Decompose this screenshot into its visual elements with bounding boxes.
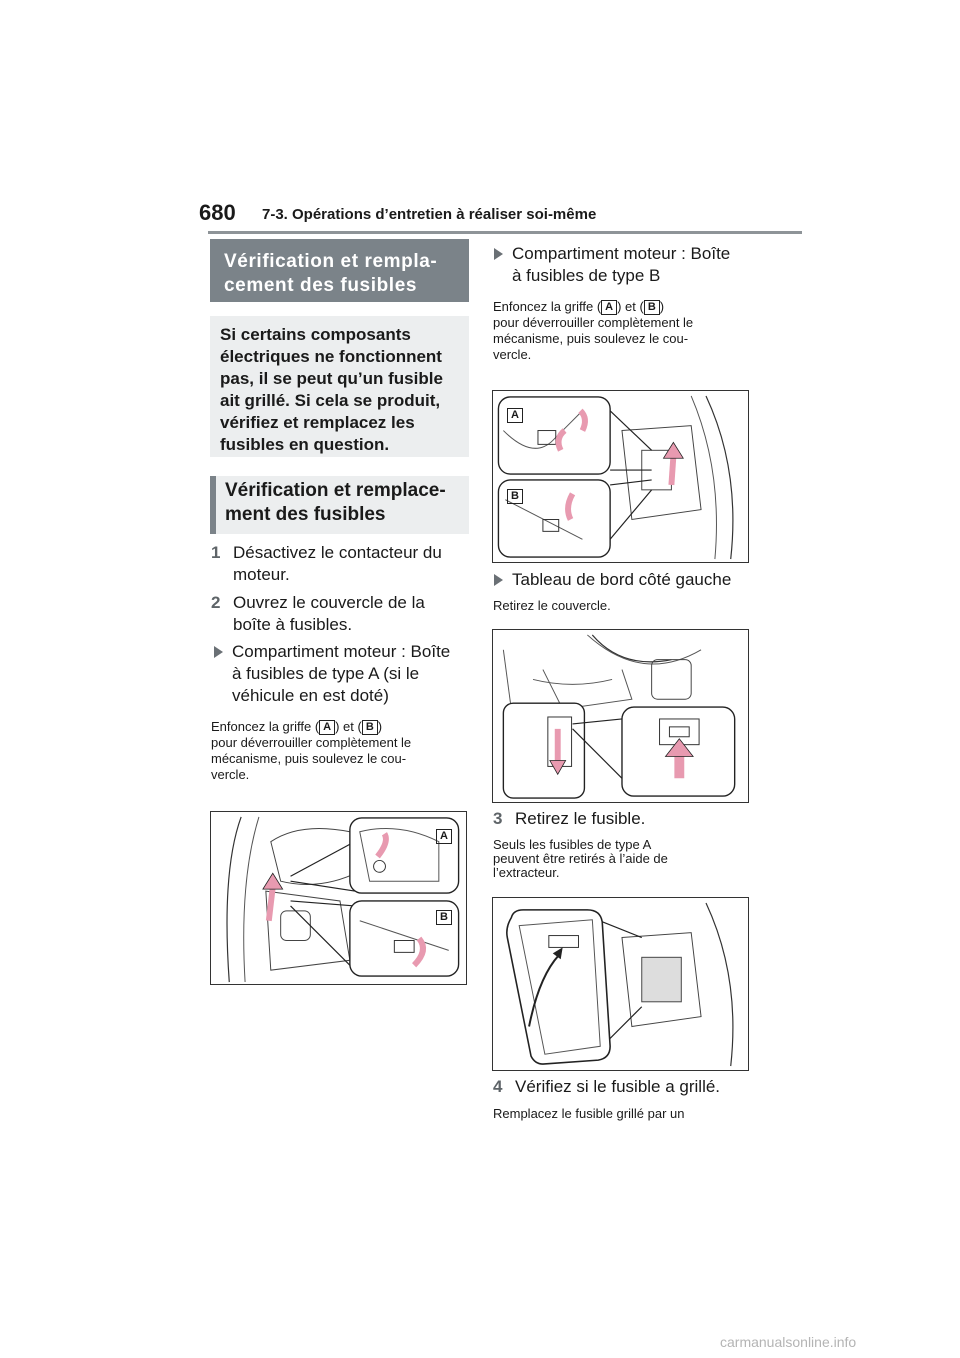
triangle-bullet-icon	[494, 248, 503, 260]
step-text: Désactivez le contacteur du moteur.	[233, 543, 442, 584]
paragraph-replace-fuse: Remplacez le fusible grillé par un	[493, 1106, 685, 1121]
label-b-icon: B	[643, 300, 660, 315]
bullet-text: Compartiment moteur : Boîte à fusibles d…	[512, 244, 731, 285]
step-text: Retirez le fusible.	[515, 809, 646, 828]
step-text: Vérifiez si le fusible a grillé.	[515, 1077, 721, 1096]
bullet-fusebox-b: Compartiment moteur : Boîte à fusibles d…	[491, 243, 761, 287]
step-text: Ouvrez le couvercle de la boîte à fusibl…	[233, 593, 425, 634]
para-text: ) et (	[617, 299, 644, 314]
paragraph-remove-fuse: Seuls les fusibles de type A peuvent êtr…	[493, 837, 668, 880]
extractor-illustration	[506, 902, 734, 1067]
paragraph-fusebox-b: Enfoncez la griffe (A) et (B) pour déver…	[493, 299, 755, 363]
dashboard-illustration	[502, 634, 736, 799]
engine-illustration	[226, 816, 460, 983]
step-number: 4	[493, 1077, 503, 1096]
paragraph-dashboard: Retirez le couvercle.	[493, 598, 611, 613]
step-2: 2 Ouvrez le couvercle de la boîte à fusi…	[211, 592, 471, 636]
bullet-text: Tableau de bord côté gauche	[512, 570, 732, 589]
step-number: 2	[211, 593, 221, 612]
figure-fusebox-type-a: A B	[210, 811, 467, 985]
step-4: 4 Vérifiez si le fusible a grillé.	[493, 1076, 755, 1098]
step-3: 3 Retirez le fusible.	[493, 808, 755, 830]
label-a-icon: A	[601, 300, 618, 315]
bullet-dashboard-left: Tableau de bord côté gauche	[491, 569, 761, 591]
section-title: 7-3. Opérations d’entretien à réaliser s…	[262, 206, 597, 223]
intro-box: Si certains composants électriques ne fo…	[210, 316, 469, 457]
figure-label-a: A	[507, 408, 523, 423]
page-number: 680	[199, 200, 236, 225]
section-heading: Vérification et rempla- cement des fusib…	[210, 239, 469, 302]
header-rule	[208, 231, 802, 234]
para-text: Enfoncez la griffe (	[211, 719, 320, 734]
subheading: Vérification et remplace- ment des fusib…	[210, 476, 469, 534]
para-text: Enfoncez la griffe (	[493, 299, 602, 314]
figure-fuse-extractor	[492, 897, 749, 1071]
figure-label-b: B	[507, 489, 523, 504]
bullet-text: Compartiment moteur : Boîte à fusibles d…	[232, 642, 451, 705]
step-1: 1 Désactivez le contacteur du moteur.	[211, 542, 471, 586]
figure-label-b: B	[436, 910, 452, 925]
engine-illustration	[497, 395, 734, 560]
triangle-bullet-icon	[214, 646, 223, 658]
label-a-icon: A	[319, 720, 336, 735]
watermark: carmanualsonline.info	[720, 1334, 857, 1350]
figure-fusebox-type-b: A B	[492, 390, 749, 563]
para-text: )	[377, 719, 383, 734]
para-text: ) et (	[335, 719, 362, 734]
figure-dashboard-left	[492, 629, 749, 803]
figure-label-a: A	[436, 829, 452, 844]
paragraph-fusebox-a: Enfoncez la griffe (A) et (B) pour déver…	[211, 719, 473, 783]
para-text: pour déverrouiller complètement le mécan…	[211, 735, 412, 782]
para-text: )	[659, 299, 665, 314]
triangle-bullet-icon	[494, 574, 503, 586]
para-text: pour déverrouiller complètement le mécan…	[493, 315, 694, 362]
bullet-fusebox-a: Compartiment moteur : Boîte à fusibles d…	[211, 641, 471, 707]
step-number: 3	[493, 809, 503, 828]
step-number: 1	[211, 543, 221, 562]
label-b-icon: B	[361, 720, 378, 735]
